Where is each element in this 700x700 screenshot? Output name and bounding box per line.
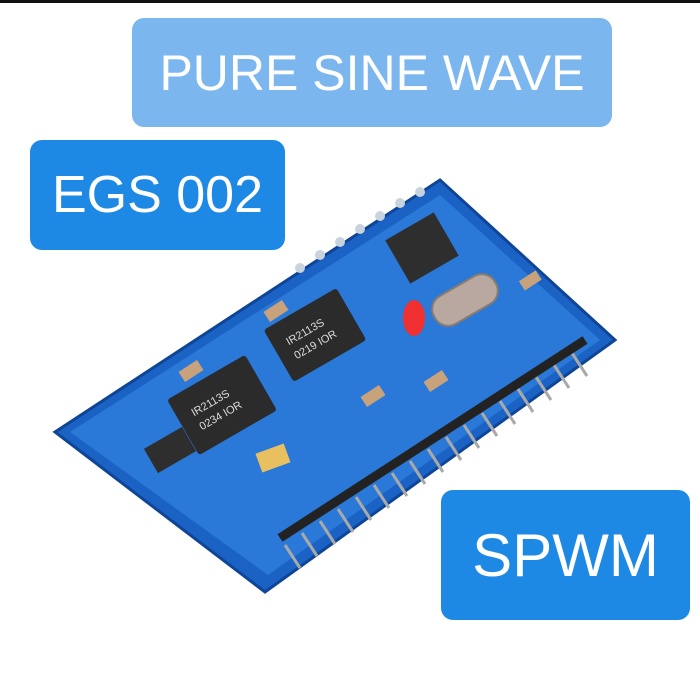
crystal-oscillator <box>431 273 499 327</box>
chip-ir2113s-2: IR2113S 0219 IOR <box>264 289 366 381</box>
red-led <box>403 300 425 336</box>
top-border <box>0 0 700 3</box>
pin-header <box>277 336 589 569</box>
small-ic <box>143 426 197 474</box>
chip-ir2113s-1: IR2113S 0234 IOR <box>168 355 276 455</box>
egs002-label: EGS 002 <box>30 140 285 250</box>
spwm-label: SPWM <box>441 490 690 620</box>
pure-sine-wave-label: PURE SINE WAVE <box>132 18 612 127</box>
microcontroller-chip <box>385 212 459 284</box>
